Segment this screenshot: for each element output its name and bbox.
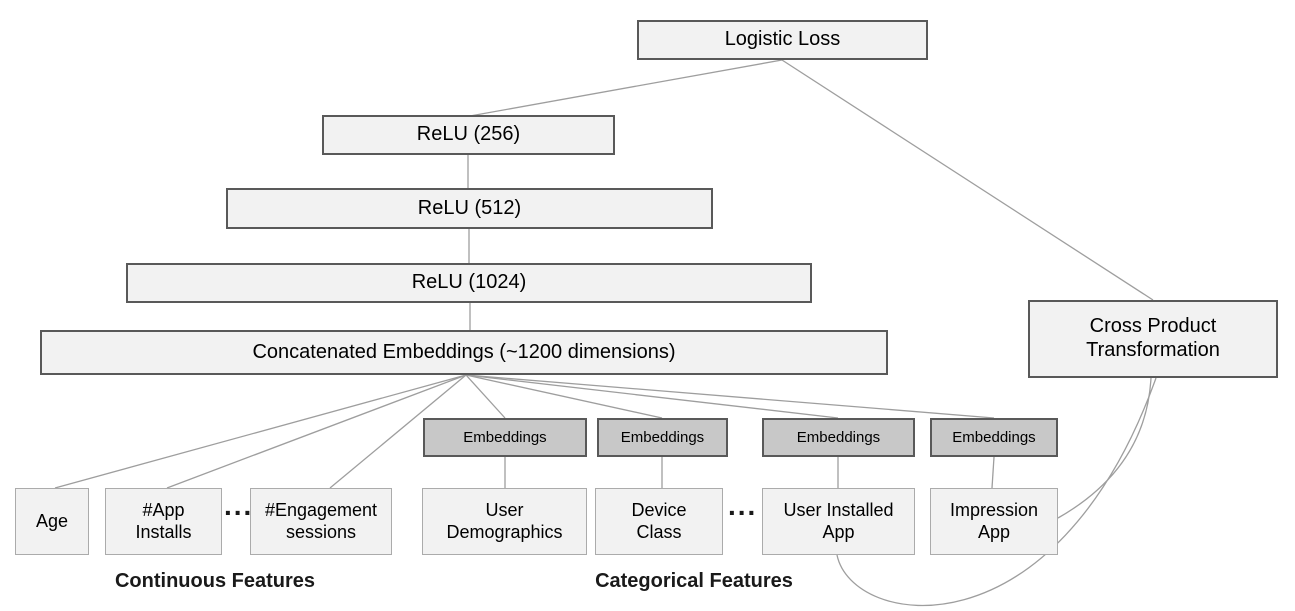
node-embeddings-4: Embeddings — [930, 418, 1058, 457]
node-impression-app: Impression App — [930, 488, 1058, 555]
node-device-class-label: Device Class — [631, 500, 687, 542]
node-device-class: Device Class — [595, 488, 723, 555]
node-embeddings-2-label: Embeddings — [620, 428, 705, 446]
node-relu-512-label: ReLU (512) — [417, 196, 522, 219]
node-user-demographics: User Demographics — [422, 488, 587, 555]
node-logistic-loss: Logistic Loss — [637, 20, 928, 60]
node-age: Age — [15, 488, 89, 555]
node-app-installs-label: #App Installs — [135, 500, 192, 542]
node-embeddings-1-label: Embeddings — [463, 428, 547, 446]
node-embeddings-2: Embeddings — [597, 418, 728, 457]
node-embeddings-1: Embeddings — [423, 418, 587, 457]
node-embeddings-3: Embeddings — [762, 418, 915, 457]
node-concatenated-embeddings-label: Concatenated Embeddings (~1200 dimension… — [252, 340, 676, 363]
node-user-installed-app-label: User Installed App — [783, 500, 894, 542]
node-embeddings-4-label: Embeddings — [952, 428, 1036, 446]
categorical-ellipsis: ... — [728, 490, 758, 521]
continuous-ellipsis: ... — [224, 490, 254, 521]
node-user-installed-app: User Installed App — [762, 488, 915, 555]
node-relu-256-label: ReLU (256) — [416, 123, 521, 146]
node-relu-1024: ReLU (1024) — [126, 263, 812, 303]
node-age-label: Age — [35, 510, 69, 531]
continuous-features-label: Continuous Features — [114, 570, 315, 592]
node-cross-product-transformation: Cross Product Transformation — [1028, 300, 1278, 378]
node-logistic-loss-label: Logistic Loss — [724, 28, 841, 51]
categorical-features-label: Categorical Features — [595, 570, 793, 592]
node-engagement-sessions: #Engagement sessions — [250, 488, 392, 555]
node-relu-1024-label: ReLU (1024) — [411, 271, 527, 294]
node-user-demographics-label: User Demographics — [446, 500, 563, 542]
node-engagement-sessions-label: #Engagement sessions — [264, 500, 378, 542]
node-cross-product-transformation-label: Cross Product Transformation — [1086, 315, 1220, 361]
node-concatenated-embeddings: Concatenated Embeddings (~1200 dimension… — [40, 330, 888, 375]
node-app-installs: #App Installs — [105, 488, 222, 555]
node-impression-app-label: Impression App — [949, 500, 1039, 542]
node-embeddings-3-label: Embeddings — [796, 428, 881, 446]
node-relu-512: ReLU (512) — [226, 188, 713, 229]
node-relu-256: ReLU (256) — [322, 115, 615, 155]
